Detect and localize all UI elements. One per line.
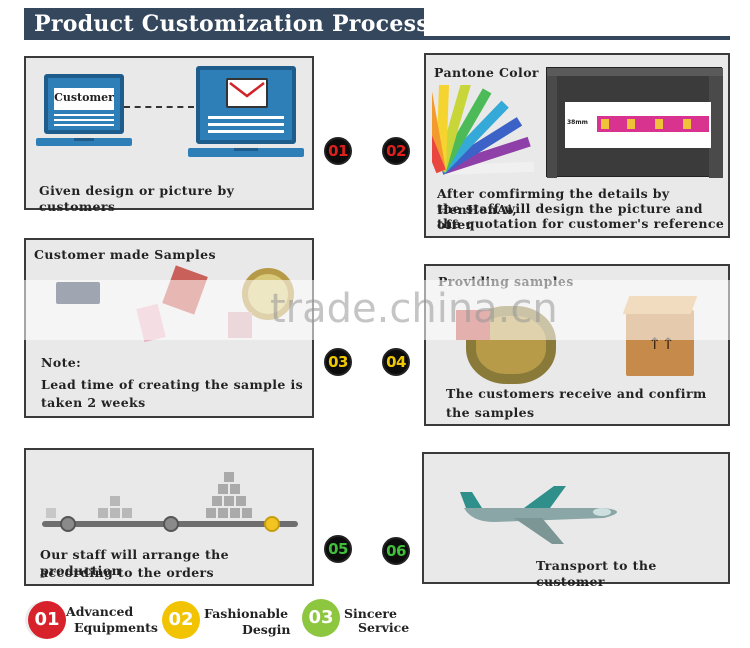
step-number-01: 01 (324, 137, 352, 165)
airplane-icon (460, 486, 617, 544)
step-2-caption-line-3: the quotation for customer's reference (437, 216, 725, 231)
envelope-icon (226, 78, 268, 108)
pantone-fan-icon (432, 85, 535, 175)
feature-badge-03: 03 (302, 599, 340, 637)
feature-line-2: Desgin (242, 622, 291, 637)
screen-width-label: 38mm (567, 119, 588, 126)
design-software-screenshot: 38mm (546, 67, 723, 178)
progress-dot-3 (264, 516, 280, 532)
feature-line-1: Sincere (344, 606, 397, 621)
step-3-caption-line-2: Lead time of creating the sample is (41, 377, 304, 392)
customer-box-label: Customer (54, 91, 114, 104)
connector-dashes (124, 106, 194, 108)
step-2-caption-line-1: After comfirming the details by HenHenAi… (437, 186, 670, 217)
feature-line-1: Fashionable (204, 606, 289, 621)
step-number-04: 04 (382, 348, 410, 376)
feature-line-1: Advanced (66, 604, 134, 619)
feature-sincere-service: 03 Sincere Service (300, 598, 440, 642)
watermark-band: trade.china.cn (0, 280, 750, 340)
step-1-caption: Given design or picture by customers (39, 183, 235, 214)
feature-advanced-equipments: 01 Advanced Equipments (24, 598, 164, 642)
progress-dot-2 (163, 516, 179, 532)
header-title-box (24, 8, 424, 40)
progress-dot-1 (60, 516, 76, 532)
step-3-caption-line-1: Note: (41, 355, 82, 370)
mail-laptop-icon (188, 66, 304, 166)
step-number-06: 06 (382, 537, 410, 565)
feature-line-2: Equipments (74, 620, 158, 635)
header-rule (424, 36, 730, 40)
feature-badge-01: 01 (28, 601, 66, 639)
step-number-02: 02 (382, 137, 410, 165)
step-4-caption-line-1: The customers receive and confirm (446, 386, 707, 401)
step-4-caption-line-2: the samples (446, 405, 535, 420)
customer-laptop-icon: Customer (36, 74, 132, 154)
step-number-05: 05 (324, 535, 352, 563)
step-3-caption-line-3: taken 2 weeks (41, 395, 146, 410)
feature-line-2: Service (358, 620, 410, 635)
step-6-caption: Transport to the customer (536, 558, 657, 589)
step-1-card: Customer Given design or picture by cust… (24, 56, 314, 214)
feature-fashionable-desgin: 02 Fashionable Desgin (160, 598, 300, 642)
step-5-caption-line-1: Our staff will arrange the production (40, 547, 230, 578)
step-number-03: 03 (324, 348, 352, 376)
step-2-card: Pantone Color 38mm After comfirming the … (424, 53, 730, 238)
step-5-caption-line-2: according to the orders (40, 565, 214, 580)
page-title: Product Customization Process (34, 11, 430, 37)
feature-badge-02: 02 (162, 601, 200, 639)
watermark-text: trade.china.cn (270, 286, 558, 332)
step-2-title: Pantone Color (434, 65, 539, 80)
header-bar: Product Customization Process (24, 8, 730, 44)
step-5-card: Our staff will arrange the production ac… (24, 448, 314, 586)
step-6-card: Transport to the customer (422, 452, 730, 589)
step-3-title: Customer made Samples (34, 247, 216, 262)
step-2-caption-line-2: the staff will design the picture and of… (437, 201, 703, 232)
